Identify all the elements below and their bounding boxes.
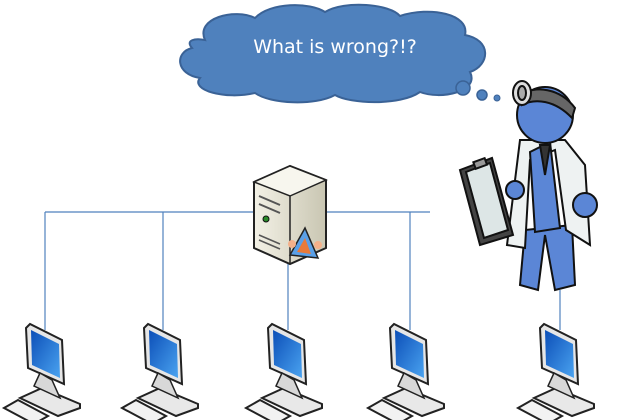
thought-bubble-text: What is wrong?!? — [253, 36, 417, 58]
client-computer-1[interactable] — [3, 323, 81, 420]
thought-bubble-dot — [455, 80, 471, 96]
thought-bubble-dot — [476, 89, 488, 101]
doctor-figure-icon — [458, 80, 598, 292]
thought-cloud — [179, 3, 501, 104]
client-computer-2[interactable] — [121, 323, 199, 420]
network-lines — [44, 211, 561, 330]
client-computer-4[interactable] — [367, 323, 445, 420]
thought-bubble-dot — [493, 94, 501, 102]
client-computer-5[interactable] — [517, 323, 595, 420]
client-computer-3[interactable] — [245, 323, 323, 420]
server-icon[interactable] — [252, 164, 328, 266]
